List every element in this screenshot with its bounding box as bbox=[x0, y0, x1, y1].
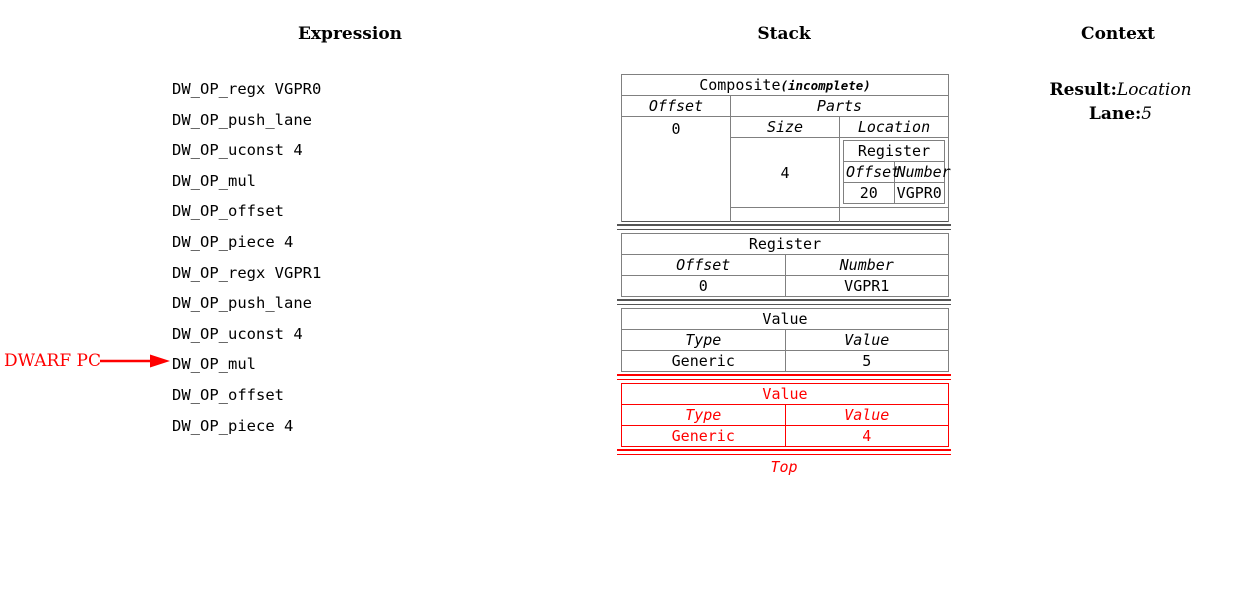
expression-line: DW_OP_regx VGPR0 bbox=[172, 80, 322, 98]
stack-entry-separator bbox=[617, 299, 951, 305]
expression-line: DW_OP_push_lane bbox=[172, 110, 312, 129]
composite-title: Composite(incomplete) bbox=[621, 74, 949, 96]
value-type-header: Type bbox=[621, 329, 786, 351]
column-header-context: Context bbox=[1081, 24, 1155, 44]
stack-entry-value[interactable]: Value Type Value Generic 5 bbox=[617, 308, 951, 372]
register-title: Register bbox=[621, 233, 949, 255]
stack-entry-composite[interactable]: Composite(incomplete) Offset Parts 0 Siz… bbox=[617, 74, 951, 222]
inner-register-number-value: VGPR0 bbox=[893, 182, 945, 204]
context-result-row: Result:Location bbox=[1000, 78, 1241, 102]
composite-title-suffix: (incomplete) bbox=[780, 78, 871, 93]
expression-line: DW_OP_piece 4 bbox=[172, 232, 294, 251]
value-type-value: Generic bbox=[621, 350, 786, 372]
composite-filler-location bbox=[839, 207, 949, 222]
expression-line: DW_OP_uconst 4 bbox=[172, 324, 303, 343]
expression-line: DW_OP_piece 4 bbox=[172, 416, 294, 435]
context-result-key: Result: bbox=[1049, 80, 1117, 100]
composite-offset-value: 0 bbox=[621, 116, 731, 222]
expression-line: DW_OP_offset bbox=[172, 202, 284, 221]
dwarf-pc-marker: DWARF PC bbox=[4, 349, 172, 373]
composite-size-header: Size bbox=[730, 116, 840, 138]
expression-line: DW_OP_uconst 4 bbox=[172, 141, 303, 160]
inner-register-table: Register Offset Number 20 VGPR0 bbox=[843, 140, 951, 204]
stack-entry-separator-top bbox=[617, 374, 951, 380]
composite-location-header: Location bbox=[839, 116, 949, 138]
expression-list: DW_OP_regx VGPR0 DW_OP_push_lane DW_OP_u… bbox=[172, 74, 432, 441]
register-number-header: Number bbox=[784, 254, 949, 276]
value-top-type-header: Type bbox=[621, 404, 786, 426]
stack-bottom-separator bbox=[617, 449, 951, 455]
expression-line: DW_OP_mul bbox=[172, 355, 256, 374]
value-table-top: Value Type Value Generic 4 bbox=[621, 383, 949, 447]
register-offset-value: 0 bbox=[621, 275, 786, 297]
value-value-header: Value bbox=[784, 329, 949, 351]
inner-register-number-header: Number bbox=[893, 161, 951, 183]
register-offset-header: Offset bbox=[621, 254, 786, 276]
composite-parts-header: Parts bbox=[730, 95, 949, 117]
arrow-right-icon bbox=[99, 354, 170, 368]
inner-register-title: Register bbox=[843, 140, 945, 162]
value-table: Value Type Value Generic 5 bbox=[621, 308, 949, 372]
dwarf-pc-label: DWARF PC bbox=[4, 350, 101, 371]
value-top-value-header: Value bbox=[784, 404, 949, 426]
composite-offset-header: Offset bbox=[621, 95, 731, 117]
expression-line: DW_OP_offset bbox=[172, 385, 284, 404]
stack-column: Composite(incomplete) Offset Parts 0 Siz… bbox=[617, 74, 951, 476]
composite-part-size: 4 bbox=[730, 137, 840, 208]
inner-register-offset-header: Offset bbox=[843, 161, 900, 183]
expression-line: DW_OP_push_lane bbox=[172, 294, 312, 313]
column-header-expression: Expression bbox=[297, 24, 403, 44]
stack-entry-value-top[interactable]: Value Type Value Generic 4 bbox=[617, 383, 951, 447]
value-top-title: Value bbox=[621, 383, 949, 405]
context-result-value: Location bbox=[1116, 80, 1192, 100]
composite-part-location: Register Offset Number 20 VGPR0 bbox=[839, 137, 951, 208]
value-title: Value bbox=[621, 308, 949, 330]
composite-table: Composite(incomplete) Offset Parts 0 Siz… bbox=[621, 74, 951, 222]
stack-entry-separator bbox=[617, 224, 951, 230]
context-lane-value: 5 bbox=[1141, 104, 1153, 124]
value-top-value-value: 4 bbox=[784, 425, 949, 447]
stack-entry-register[interactable]: Register Offset Number 0 VGPR1 bbox=[617, 233, 951, 297]
column-header-stack: Stack bbox=[757, 24, 811, 44]
value-top-type-value: Generic bbox=[621, 425, 786, 447]
context-lane-row: Lane:5 bbox=[1000, 102, 1241, 126]
context-lane-key: Lane: bbox=[1088, 104, 1142, 124]
register-number-value: VGPR1 bbox=[784, 275, 949, 297]
register-table: Register Offset Number 0 VGPR1 bbox=[621, 233, 949, 297]
expression-line: DW_OP_mul bbox=[172, 171, 256, 190]
composite-title-text: Composite bbox=[699, 76, 781, 94]
inner-register-offset-value: 20 bbox=[843, 182, 895, 204]
value-value-value: 5 bbox=[784, 350, 949, 372]
context-block: Result:Location Lane:5 bbox=[1000, 78, 1241, 126]
expression-line: DW_OP_regx VGPR1 bbox=[172, 263, 322, 282]
composite-filler-size bbox=[730, 207, 840, 222]
stack-top-label: Top bbox=[770, 458, 798, 476]
